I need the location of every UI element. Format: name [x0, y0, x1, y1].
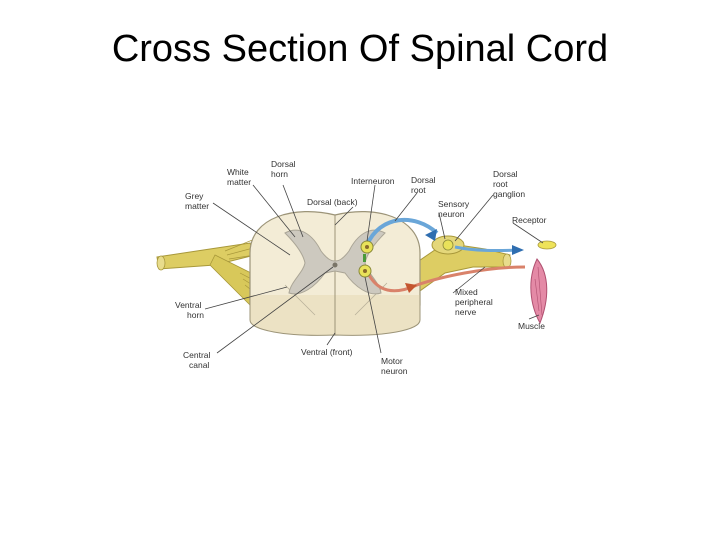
muscle-shape: [530, 258, 548, 325]
label-interneuron: Interneuron: [351, 176, 395, 186]
label-central-canal: Central canal: [183, 350, 213, 370]
slide-title: Cross Section Of Spinal Cord: [111, 28, 609, 70]
receptor-shape: [537, 240, 557, 250]
label-grey-matter: Grey matter: [185, 191, 209, 211]
sensory-neuron-cell: [442, 239, 454, 251]
label-ventral-horn: Ventral horn: [175, 300, 204, 320]
label-motor-neuron: Motor neuron: [381, 356, 408, 376]
label-white-matter: White matter: [227, 167, 251, 187]
sensory-arrow-1: [425, 229, 437, 241]
spinal-cord-svg: White matter Dorsal horn Grey matter Int…: [156, 159, 557, 376]
label-receptor: Receptor: [512, 215, 547, 225]
label-dorsal-root-ganglion: Dorsal root ganglion: [493, 169, 525, 199]
spinal-cord-body: [249, 211, 421, 336]
neuron-cells: [358, 239, 454, 278]
spinal-cord-diagram: White matter Dorsal horn Grey matter Int…: [155, 155, 560, 390]
motor-arrow: [405, 283, 417, 293]
label-dorsal-back: Dorsal (back): [307, 197, 358, 207]
left-spinal-nerve: [156, 238, 266, 306]
label-ventral-front: Ventral (front): [301, 347, 353, 357]
label-sensory-neuron: Sensory neuron: [438, 199, 472, 219]
grey-matter-shape: [284, 229, 386, 295]
leader-lines: [204, 184, 544, 354]
right-spinal-nerve: [409, 235, 512, 294]
label-mixed-peripheral-nerve: Mixed peripheral nerve: [455, 287, 495, 317]
label-dorsal-horn: Dorsal horn: [271, 159, 298, 179]
motor-pathway: [365, 265, 526, 293]
label-muscle: Muscle: [518, 321, 545, 331]
label-dorsal-root: Dorsal root: [411, 175, 438, 195]
sensory-arrow-2: [512, 245, 524, 255]
sensory-pathway: [365, 217, 524, 255]
central-canal-shape: [332, 262, 338, 268]
